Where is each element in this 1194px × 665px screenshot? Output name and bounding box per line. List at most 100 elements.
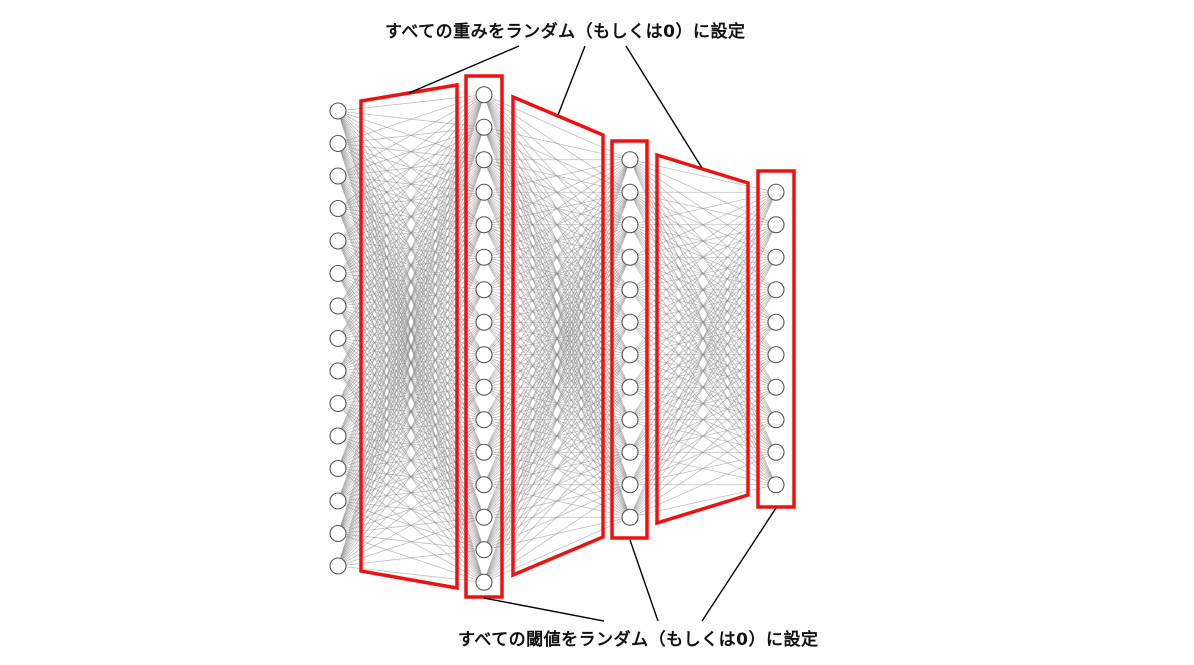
connection-line <box>629 191 777 226</box>
neuron-node <box>767 248 785 266</box>
connection-line <box>483 451 631 583</box>
connection-line <box>629 451 777 518</box>
neuron-node <box>621 378 639 396</box>
neuron-node <box>475 281 493 299</box>
neuron-node <box>475 118 493 136</box>
leader-line <box>629 539 659 622</box>
connection-line <box>629 386 777 518</box>
connection-line <box>483 159 631 485</box>
neuron-node <box>621 216 639 234</box>
connection-line <box>629 192 777 518</box>
connection-line <box>483 289 631 583</box>
neuron-node <box>767 216 785 234</box>
neuron-node <box>621 151 639 169</box>
connection-line <box>483 159 631 388</box>
connection-line <box>483 387 631 583</box>
leader-line <box>408 45 520 94</box>
connection-line <box>483 419 631 583</box>
leader-line <box>483 597 605 622</box>
connection-line <box>483 322 631 583</box>
neuron-node <box>621 346 639 364</box>
neuron-node <box>621 281 639 299</box>
neuron-node <box>475 346 493 364</box>
connection-line <box>483 94 631 161</box>
weights-highlight-box <box>655 152 750 526</box>
connection-line <box>483 224 631 583</box>
connection-line <box>629 191 777 258</box>
weights-annotation-label: すべての重みをランダム（もしくは0）に設定 <box>385 22 746 42</box>
connection-line <box>483 159 631 420</box>
connection-line <box>629 354 777 518</box>
neuron-node <box>329 264 347 283</box>
neuron-node <box>475 151 493 169</box>
neuron-node <box>621 476 639 494</box>
neuron-node <box>329 134 347 153</box>
connection-line <box>629 192 777 453</box>
connection-line <box>629 191 777 356</box>
connection-line <box>629 191 777 291</box>
neuron-node <box>475 216 493 234</box>
connection-line <box>483 159 631 518</box>
neuron-node <box>475 86 493 104</box>
connection-line <box>629 224 777 518</box>
neuron-node <box>329 199 347 218</box>
neuron-node <box>329 167 347 185</box>
connection-line <box>629 289 777 518</box>
connection-line <box>483 354 631 583</box>
connection-line <box>483 159 631 291</box>
thresholds-annotation-label: すべての閾値をランダム（もしくは0）に設定 <box>458 630 819 650</box>
neuron-node <box>329 232 347 250</box>
neuron-node <box>475 573 493 591</box>
connection-line <box>483 126 631 161</box>
neuron-node <box>767 183 785 201</box>
neuron-node <box>329 297 347 315</box>
neuron-node <box>767 313 785 331</box>
thresholds-highlight-box <box>610 139 649 540</box>
connection-line <box>483 159 631 550</box>
neuron-node <box>329 427 347 445</box>
neuron-node <box>475 411 493 429</box>
neuron-nodes <box>329 86 785 591</box>
connection-line <box>483 159 631 355</box>
neuron-node <box>329 362 347 380</box>
neuron-node <box>621 508 639 526</box>
neuron-node <box>475 313 493 331</box>
leader-line <box>557 45 586 116</box>
leader-line <box>625 45 703 169</box>
neuron-node <box>475 183 493 201</box>
neuron-node <box>767 346 785 364</box>
neuron-node <box>329 102 347 120</box>
neuron-node <box>767 443 785 461</box>
connection-line <box>483 192 631 583</box>
neuron-node <box>767 476 785 494</box>
neuron-node <box>475 508 493 526</box>
connection-line <box>483 159 631 453</box>
connection-line <box>483 159 631 226</box>
highlight-boxes <box>359 74 796 599</box>
neuron-node <box>621 313 639 331</box>
neuron-node <box>329 329 347 348</box>
neuron-node <box>329 394 347 413</box>
neuron-node <box>475 541 493 559</box>
connection-line <box>629 192 777 485</box>
connection-line <box>483 257 631 583</box>
connection-line <box>629 257 777 518</box>
connection-line <box>629 191 777 323</box>
neuron-node <box>621 411 639 429</box>
neuron-node <box>475 476 493 494</box>
neuron-node <box>621 248 639 266</box>
neuron-node <box>767 378 785 396</box>
connection-line <box>483 159 631 583</box>
connection-line <box>483 484 631 583</box>
connection-line <box>483 516 631 583</box>
neuron-node <box>475 443 493 461</box>
leader-line <box>701 507 777 622</box>
neuron-node <box>329 492 347 510</box>
neuron-node <box>475 248 493 266</box>
connection-line <box>629 484 777 518</box>
neuron-node <box>329 557 347 575</box>
neuron-node <box>767 411 785 429</box>
weights-highlight-box <box>511 94 605 578</box>
connection-line <box>629 192 777 420</box>
